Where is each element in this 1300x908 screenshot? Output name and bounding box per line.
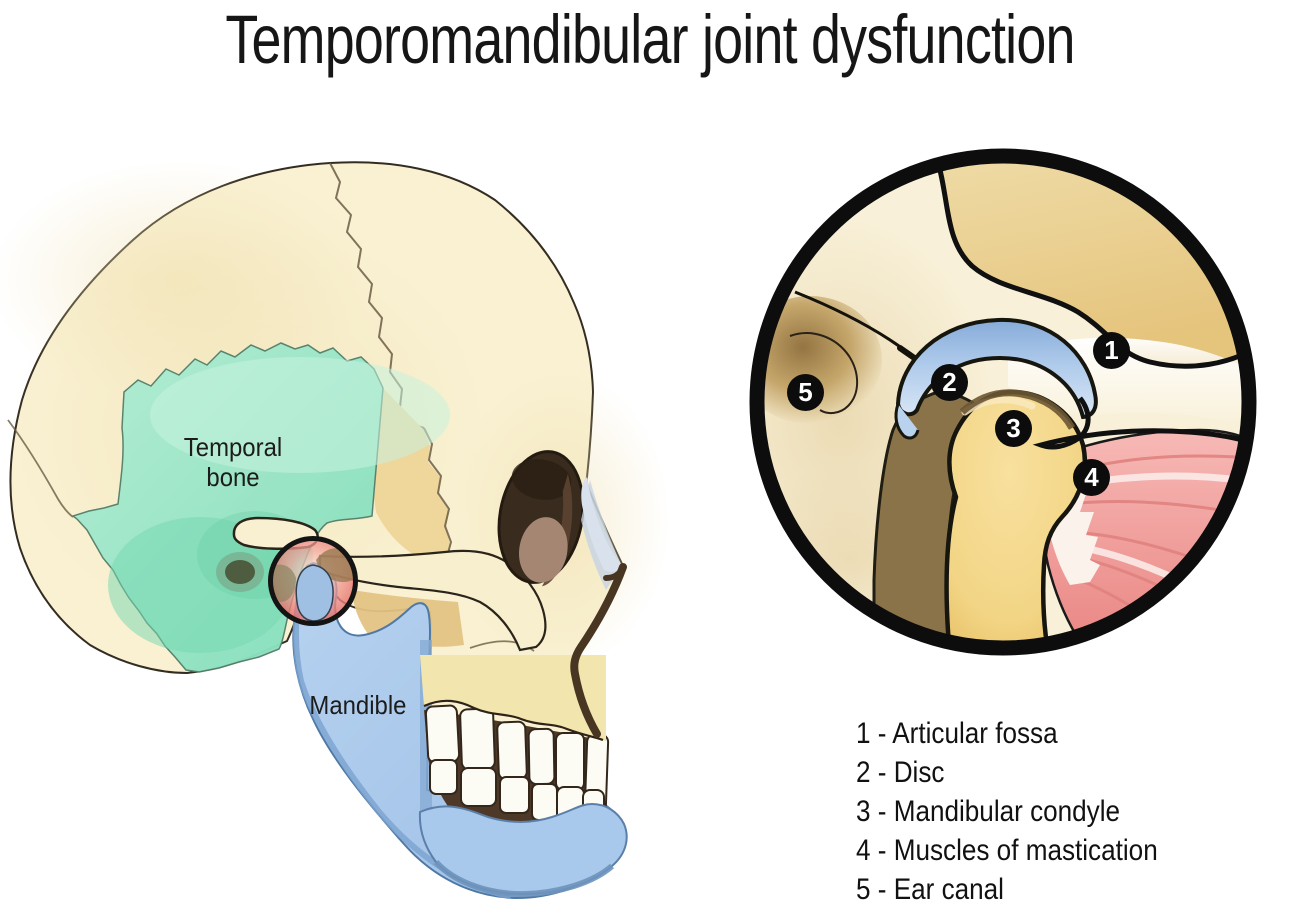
skull-illustration [0,160,670,900]
facial-profile-edge [570,563,627,738]
tmj-highlight-circle [268,536,358,626]
ear-opening [216,552,264,592]
legend-item-disc: 2 - Disc [856,756,945,789]
marker-5-ear-canal: 5 [787,374,824,411]
mandible-label: Mandible [309,690,407,720]
marker-1-number: 1 [1104,335,1119,365]
marker-5-number: 5 [798,377,813,407]
legend-item-mandibular-condyle: 3 - Mandibular condyle [856,795,1121,828]
maxilla-wave-line [423,699,604,742]
marker-3-number: 3 [1006,413,1021,443]
chin-under-shadow [433,859,614,898]
page-title: Temporomandibular joint dysfunction [225,1,1075,78]
sphenoid-suture-line [423,427,453,558]
marker-1-articular-fossa: 1 [1093,332,1130,369]
lambdoid-suture-line [7,419,74,518]
zygomatic-arch [318,549,547,652]
legend-item-ear-canal: 5 - Ear canal [856,873,1004,906]
marker-3-mandibular-condyle: 3 [995,410,1032,447]
nasal-bridge [581,477,623,572]
nostril-edge [603,564,626,581]
temporal-bone-label: Temporal bone [183,432,283,493]
legend-item-muscles-of-mastication: 4 - Muscles of mastication [856,834,1158,867]
marker-2-disc: 2 [931,364,968,401]
inset-ring [749,148,1257,656]
upper-teeth [424,704,610,816]
joint-inset-circle [749,148,1257,656]
legend-item-articular-fossa: 1 - Articular fossa [856,717,1058,750]
maxilla-block [420,655,606,741]
marker-4-number: 4 [1084,462,1099,492]
marker-2-number: 2 [942,367,957,397]
eye-socket [497,450,585,587]
marker-4-muscles-of-mastication: 4 [1073,459,1110,496]
legend: 1 - Articular fossa 2 - Disc 3 - Mandibu… [856,714,1203,908]
